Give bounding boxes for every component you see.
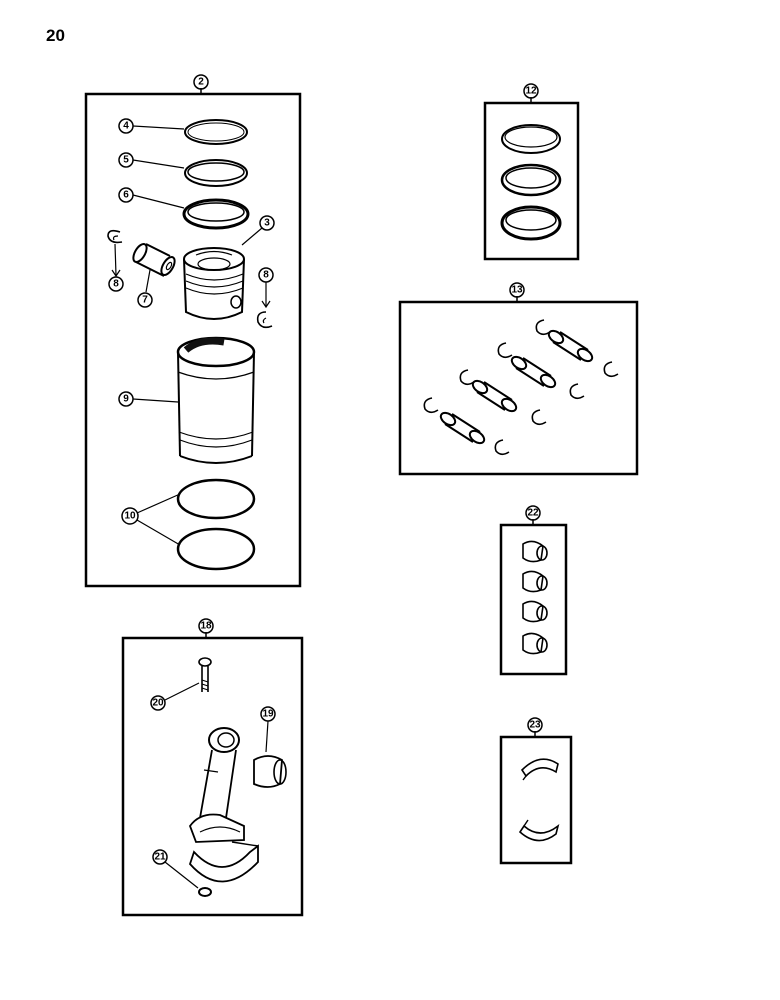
callout-6: 6 (118, 187, 134, 203)
callout-2-label: 2 (198, 77, 204, 88)
callout-6-label: 6 (123, 190, 129, 201)
o-ring-lower (176, 527, 256, 571)
bushing-2 (522, 570, 548, 593)
callout-22: 22 (525, 505, 541, 521)
bushing-1 (522, 540, 548, 563)
callout-20: 20 (150, 695, 166, 711)
connecting-rod (188, 727, 245, 843)
callout-4: 4 (118, 118, 134, 134)
callout-21: 21 (152, 849, 168, 865)
ring-set-1 (501, 124, 561, 154)
rod-bolt (198, 657, 212, 692)
snap-ring-set (423, 319, 619, 456)
callout-23-label: 23 (529, 720, 541, 731)
rod-bushing (253, 755, 287, 788)
snap-ring-left (107, 229, 123, 244)
callout-13-label: 13 (511, 285, 523, 296)
callout-21-label: 21 (154, 852, 166, 863)
callout-10-label: 10 (124, 511, 136, 522)
callout-9-label: 9 (123, 394, 129, 405)
panel-connecting-rod: 18 20 (121, 618, 304, 917)
piston-ring-5 (184, 159, 248, 187)
ring-set-3 (500, 205, 562, 241)
pin-c (471, 379, 518, 413)
callout-7-label: 7 (142, 295, 148, 306)
callout-19-label: 19 (262, 709, 274, 720)
panel-bushings: 22 (499, 505, 568, 676)
callout-8-right-label: 8 (263, 270, 269, 281)
ring-set-2 (500, 163, 562, 197)
callout-12-label: 12 (525, 86, 537, 97)
rod-cap (188, 841, 259, 883)
snap-ring-right (256, 311, 273, 329)
page-number: 20 (46, 26, 65, 45)
callout-19: 19 (260, 706, 276, 722)
callout-3-label: 3 (264, 218, 270, 229)
pin-d (439, 411, 486, 445)
panel-pins-snap-rings: 13 (398, 282, 639, 476)
callout-20-label: 20 (152, 698, 164, 709)
callout-5-label: 5 (123, 155, 129, 166)
pin-b (510, 355, 557, 389)
callout-9: 9 (118, 391, 134, 407)
callout-23: 23 (527, 717, 543, 733)
callout-5: 5 (118, 152, 134, 168)
callout-10: 10 (121, 507, 139, 525)
bearing-half-lower (518, 819, 560, 842)
callout-18-label: 18 (200, 621, 212, 632)
panel-piston-sleeve-kit: 2 4 5 6 (84, 74, 302, 588)
o-ring-upper (176, 478, 256, 520)
callout-7: 7 (137, 292, 153, 308)
callout-8-left: 8 (108, 276, 124, 292)
piston-pin (132, 242, 176, 277)
callout-22-label: 22 (527, 508, 539, 519)
callout-13: 13 (509, 282, 525, 298)
cylinder-sleeve (176, 336, 256, 464)
panel-bearing-halves: 23 (499, 717, 573, 865)
callout-8-right: 8 (258, 267, 274, 283)
bearing-half-upper (520, 758, 559, 781)
callout-4-label: 4 (123, 121, 129, 132)
piston-ring-4 (184, 119, 248, 145)
callout-3: 3 (259, 215, 275, 231)
piston (183, 247, 245, 320)
rod-nut (198, 887, 212, 897)
callout-8-left-label: 8 (113, 279, 119, 290)
panel-ring-sets: 12 (483, 83, 580, 261)
callout-12: 12 (523, 83, 539, 99)
bushing-4 (522, 632, 548, 655)
pin-a (547, 329, 594, 363)
bushing-3 (522, 600, 548, 623)
piston-ring-6 (182, 198, 250, 230)
callout-2: 2 (193, 74, 209, 90)
callout-18: 18 (198, 618, 214, 634)
